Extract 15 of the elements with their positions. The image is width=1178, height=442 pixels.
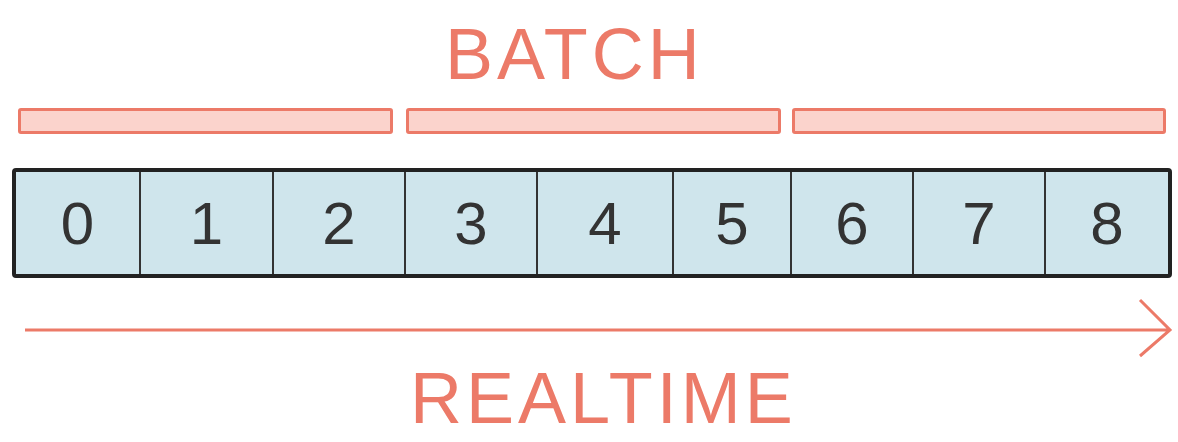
batch-bar (792, 108, 1166, 134)
number-cell: 7 (912, 172, 1044, 274)
heading: BATCH (445, 18, 704, 90)
number-cell: 2 (272, 172, 404, 274)
number-cell: 4 (536, 172, 672, 274)
axis-label: REALTIME (410, 362, 797, 434)
number-cell: 3 (404, 172, 536, 274)
number-cell: 5 (672, 172, 790, 274)
batch-bar (18, 108, 393, 134)
number-cell: 6 (790, 172, 912, 274)
batch-bar (406, 108, 781, 134)
number-cell: 0 (16, 172, 139, 274)
number-cell: 1 (139, 172, 272, 274)
number-cell: 8 (1044, 172, 1168, 274)
cell-strip (12, 168, 1172, 278)
